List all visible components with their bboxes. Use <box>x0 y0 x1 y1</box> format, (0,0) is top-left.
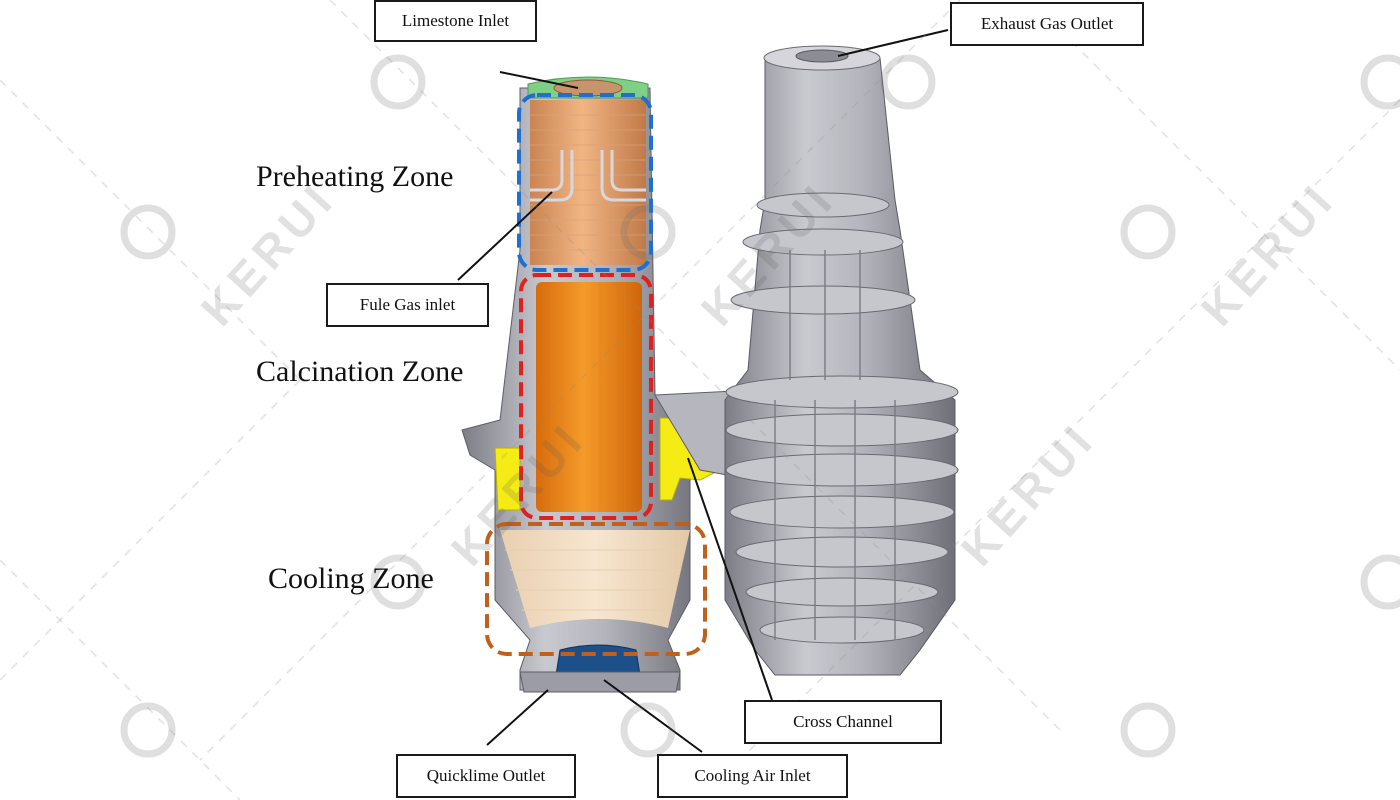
limestone-inlet-callout: Limestone Inlet <box>374 0 537 42</box>
cooling-zone-outline <box>485 522 707 656</box>
right-kiln <box>724 45 959 676</box>
watermark-logos <box>120 54 1400 758</box>
leader-cross-channel <box>687 457 773 701</box>
leader-quicklime <box>486 689 549 746</box>
leader-exhaust <box>837 29 949 57</box>
leader-cooling-air <box>603 679 703 753</box>
leader-limestone <box>499 71 579 89</box>
fuel-gas-inlet-callout: Fule Gas inlet <box>326 283 489 327</box>
cooling-air-inlet-callout: Cooling Air Inlet <box>657 754 848 798</box>
calcination-zone-outline <box>519 273 653 520</box>
left-kiln-shell <box>461 76 717 693</box>
leader-fuel-gas <box>457 191 553 281</box>
cross-channel-callout: Cross Channel <box>744 700 942 744</box>
calcination-zone-label: Calcination Zone <box>256 355 464 388</box>
exhaust-gas-outlet-callout: Exhaust Gas Outlet <box>950 2 1144 46</box>
preheating-zone-label: Preheating Zone <box>256 160 454 193</box>
cooling-zone-label: Cooling Zone <box>268 562 434 595</box>
quicklime-outlet-callout: Quicklime Outlet <box>396 754 576 798</box>
preheating-zone-outline <box>517 93 653 272</box>
